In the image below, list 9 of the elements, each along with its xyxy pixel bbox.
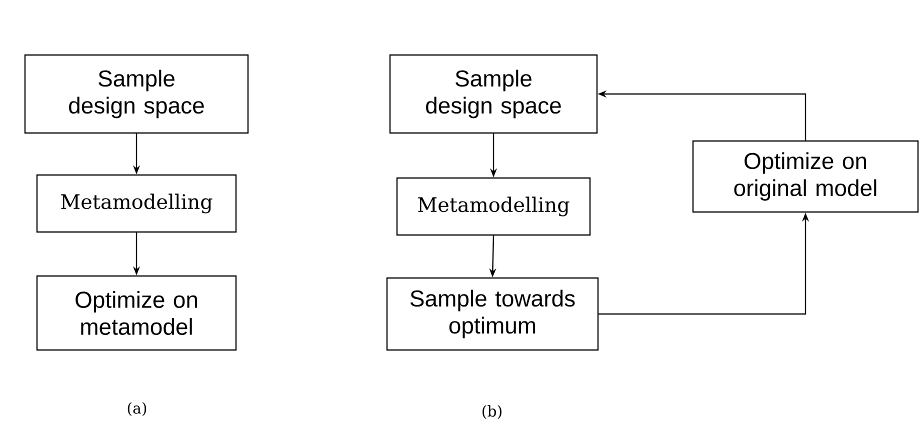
panel-label: (a) [128,402,146,416]
process-box: Metamodelling [36,174,237,233]
process-box: Metamodelling [396,177,591,236]
process-box: Sample towards optimum [386,277,599,351]
process-box: Sample design space [24,54,249,134]
panel-label: (b) [482,405,502,419]
process-box: Optimize on original model [692,140,919,213]
process-box: Sample design space [389,54,598,134]
process-box: Optimize on metamodel [36,275,237,351]
